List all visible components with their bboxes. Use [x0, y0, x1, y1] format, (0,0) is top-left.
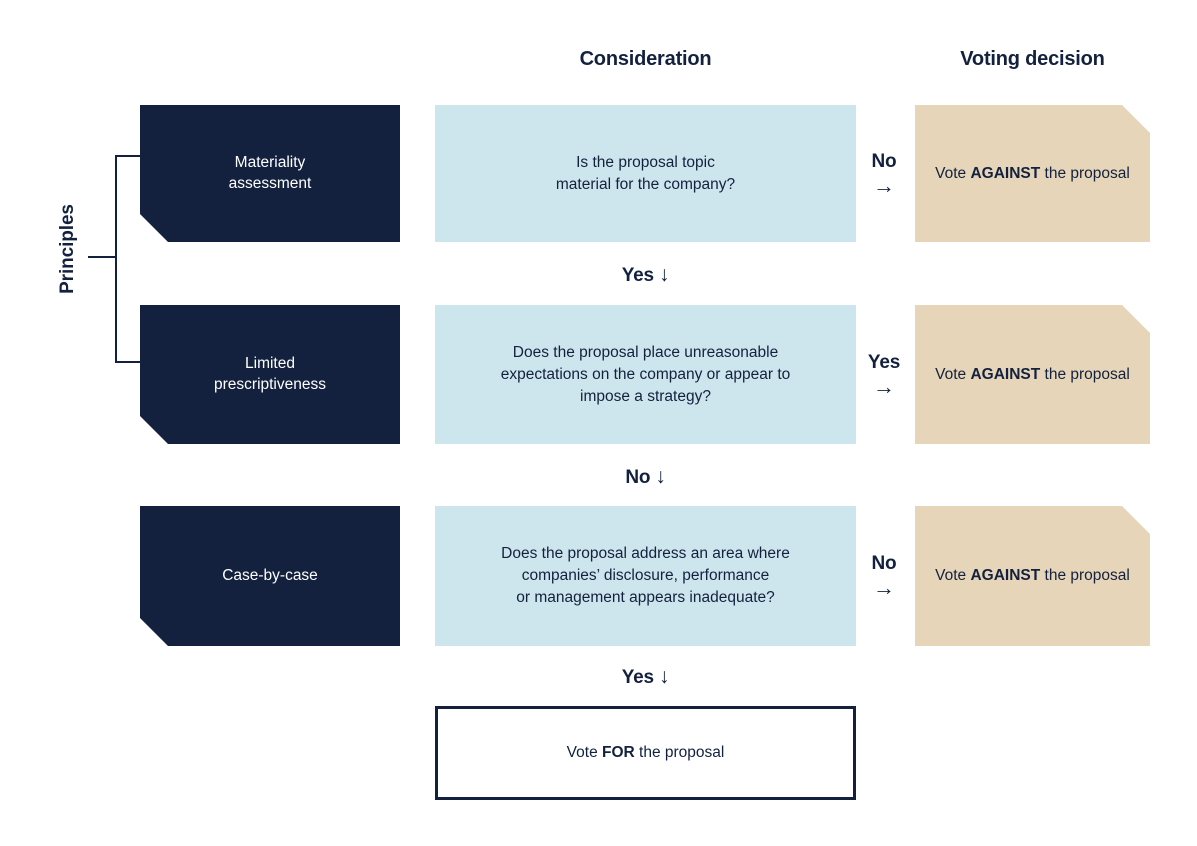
arrow-down-icon: ↓ — [655, 465, 666, 488]
decision-box-1: Vote AGAINST the proposal — [915, 105, 1150, 242]
branch-label-3: No — [871, 553, 897, 574]
bracket-tick — [88, 256, 116, 258]
consideration-line-2: expectations on the company or appear to — [500, 365, 791, 383]
consideration-text: Is the proposal topic material for the c… — [538, 152, 753, 196]
final-emphasis: FOR — [602, 744, 635, 761]
arrow-right-icon: → — [873, 575, 895, 600]
branch-arrow-3: No → — [858, 506, 910, 646]
decision-suffix-3: the proposal — [1040, 567, 1130, 584]
branch-label-2: Yes — [867, 351, 901, 373]
consideration-box-3: Does the proposal address an area where … — [435, 506, 856, 646]
principle-line-1: Case-by-case — [222, 566, 318, 584]
principle-line-2: assessment — [228, 174, 312, 192]
flow-row-3: Case-by-case Does the proposal address a… — [0, 506, 1197, 646]
consideration-line-1: Is the proposal topic — [576, 153, 715, 171]
decision-box-3: Vote AGAINST the proposal — [915, 506, 1150, 646]
principle-line-1: Limited — [245, 354, 295, 372]
arrow-down-icon: ↓ — [658, 263, 670, 286]
consideration-line-1: Does the proposal place unreasonable — [512, 343, 779, 361]
decision-text: Vote AGAINST the proposal — [917, 364, 1148, 386]
branch-label-1: No — [871, 150, 897, 172]
final-outcome-box: Vote FOR the proposal — [435, 706, 856, 800]
consideration-text: Does the proposal place unreasonable exp… — [483, 342, 809, 408]
connector-label-1: Yes — [621, 265, 654, 286]
arrow-right-icon: → — [873, 172, 895, 198]
connector-label-3: Yes — [621, 667, 654, 688]
principles-bracket-group: Principles — [44, 150, 164, 370]
connector-3: Yes ↓ — [435, 665, 856, 689]
decision-text: Vote AGAINST the proposal — [917, 565, 1148, 587]
decision-suffix-1: the proposal — [1040, 164, 1130, 182]
decision-prefix-2: Vote — [935, 365, 971, 383]
decision-prefix-3: Vote — [935, 567, 971, 584]
flow-row-1: Materiality assessment Is the proposal t… — [0, 105, 1197, 242]
connector-label-2: No — [625, 467, 651, 488]
principle-text: Materiality assessment — [211, 153, 330, 195]
principle-box-limited-prescriptiveness: Limited prescriptiveness — [140, 305, 400, 444]
consideration-text: Does the proposal address an area where … — [483, 543, 808, 609]
final-suffix: the proposal — [634, 744, 725, 761]
decision-text: Vote AGAINST the proposal — [917, 163, 1148, 185]
column-header-voting-decision: Voting decision — [960, 48, 1105, 70]
principle-box-materiality-assessment: Materiality assessment — [140, 105, 400, 242]
consideration-line-2: companies’ disclosure, performance — [521, 567, 770, 584]
decision-suffix-2: the proposal — [1040, 365, 1130, 383]
principle-text: Case-by-case — [204, 566, 336, 587]
principle-line-1: Materiality — [234, 153, 306, 171]
principle-line-2: prescriptiveness — [214, 375, 326, 393]
arrow-right-icon: → — [873, 373, 895, 399]
consideration-box-1: Is the proposal topic material for the c… — [435, 105, 856, 242]
flow-row-2: Limited prescriptiveness Does the propos… — [0, 305, 1197, 444]
final-outcome-text: Vote FOR the proposal — [549, 744, 743, 762]
branch-arrow-1: No → — [858, 105, 910, 242]
consideration-box-2: Does the proposal place unreasonable exp… — [435, 305, 856, 444]
bracket-shape — [115, 155, 161, 363]
connector-2: No ↓ — [435, 465, 856, 489]
decision-prefix-1: Vote — [935, 164, 971, 182]
decision-box-2: Vote AGAINST the proposal — [915, 305, 1150, 444]
principle-box-case-by-case: Case-by-case — [140, 506, 400, 646]
decision-emphasis-1: AGAINST — [970, 164, 1041, 182]
connector-1: Yes ↓ — [435, 263, 856, 287]
consideration-line-3: or management appears inadequate? — [516, 589, 775, 606]
principle-text: Limited prescriptiveness — [196, 354, 344, 396]
arrow-down-icon: ↓ — [658, 665, 670, 688]
consideration-line-2: material for the company? — [555, 175, 736, 193]
consideration-line-1: Does the proposal address an area where — [501, 545, 790, 562]
column-header-consideration: Consideration — [579, 48, 712, 70]
decision-emphasis-2: AGAINST — [970, 365, 1041, 383]
final-prefix: Vote — [566, 744, 602, 761]
branch-arrow-2: Yes → — [858, 305, 910, 444]
consideration-line-3: impose a strategy? — [580, 387, 711, 405]
decision-emphasis-3: AGAINST — [970, 567, 1041, 584]
